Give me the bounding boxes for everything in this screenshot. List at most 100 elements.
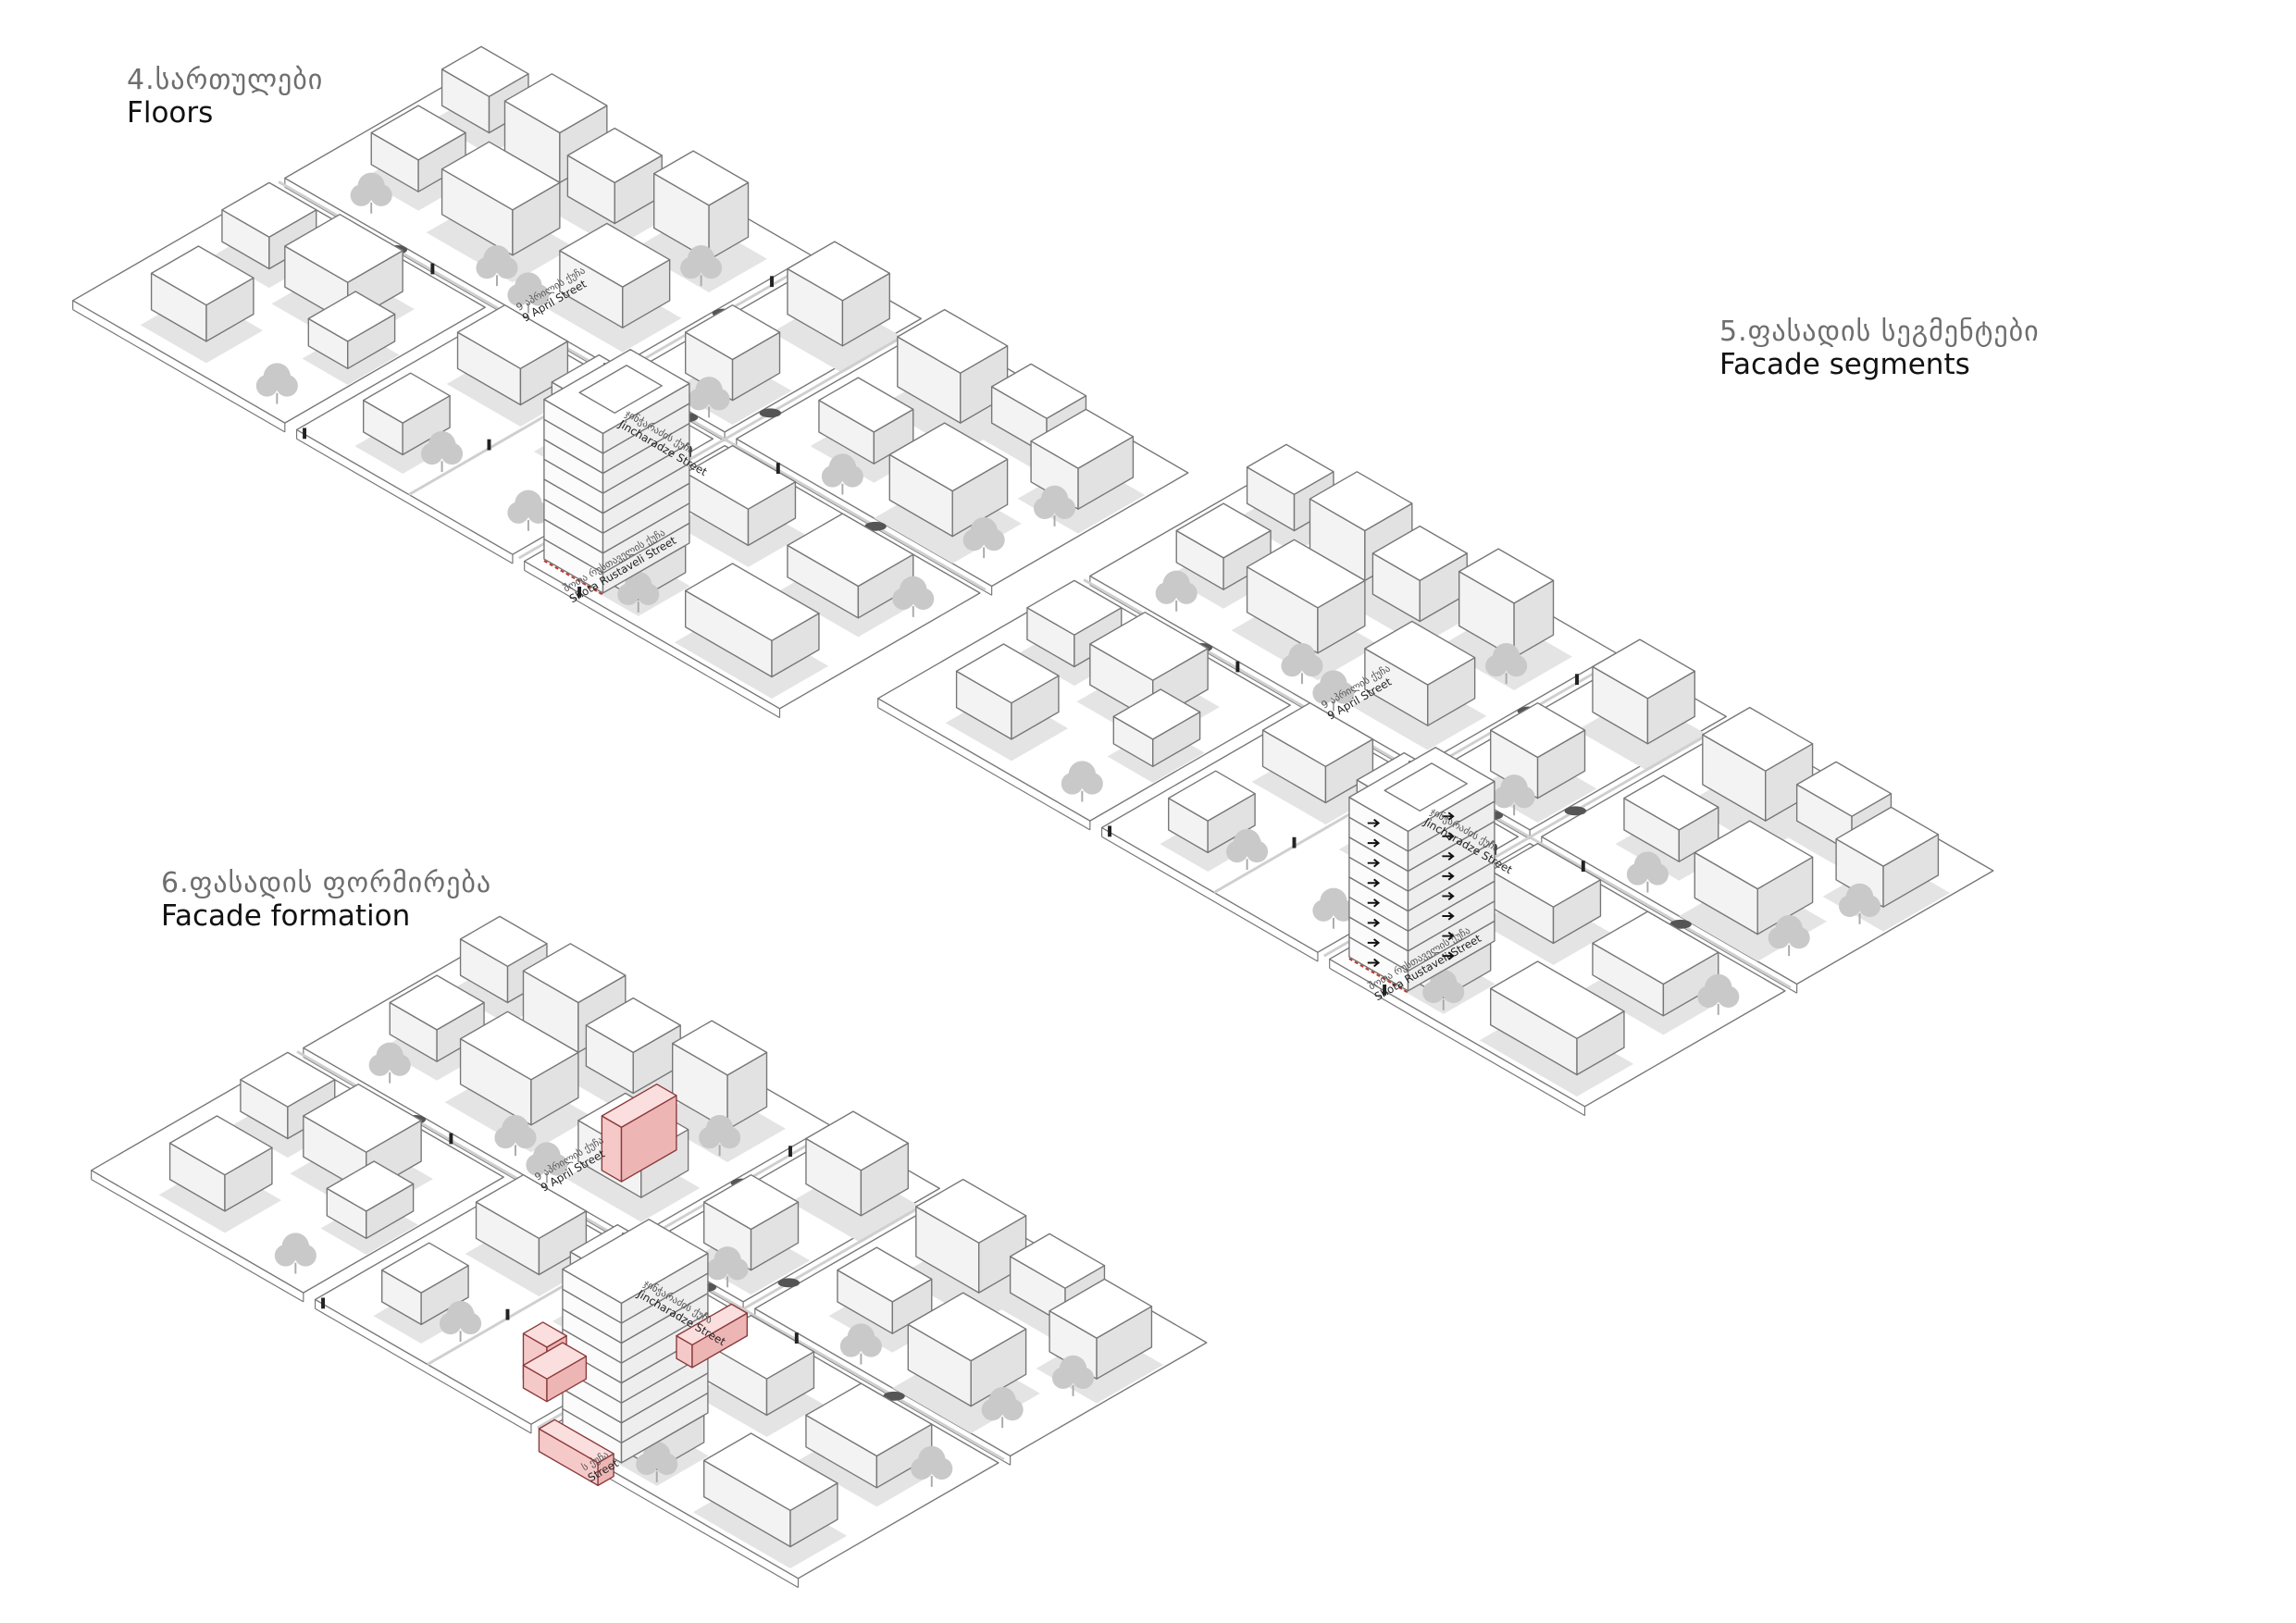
- facade-segment: [676, 1303, 749, 1369]
- pedestrian-icon: [770, 276, 774, 288]
- tree-icon: [617, 571, 660, 613]
- building: [1049, 1278, 1153, 1380]
- building: [1623, 774, 1719, 862]
- tree-icon: [1033, 485, 1076, 527]
- building: [805, 1110, 909, 1217]
- trees: [255, 172, 1076, 617]
- tree-icon: [892, 576, 935, 617]
- tree-icon: [981, 1387, 1024, 1429]
- tree-icon: [350, 172, 392, 214]
- building: [240, 1051, 336, 1140]
- pedestrian-icon: [1108, 825, 1112, 837]
- tree-icon: [494, 1115, 537, 1157]
- tree-icon: [1485, 643, 1528, 685]
- trees: [274, 1042, 1095, 1487]
- tree-icon: [962, 517, 1005, 559]
- car-icon: [777, 1278, 800, 1288]
- heading-facade-formation-en: Facade formation: [161, 898, 411, 933]
- building: [1592, 638, 1695, 745]
- car-icon: [1564, 806, 1587, 816]
- pedestrian-icon: [1581, 861, 1585, 872]
- pedestrian-icon: [577, 586, 582, 598]
- arrow-icon: [1367, 818, 1381, 828]
- pedestrian-icon: [788, 1146, 792, 1158]
- pedestrian-icon: [1292, 836, 1297, 849]
- building: [370, 105, 466, 192]
- building: [897, 308, 1009, 424]
- building: [888, 422, 1009, 538]
- building: [955, 643, 1060, 740]
- tree-icon: [1626, 851, 1669, 893]
- facade-segment: [538, 1419, 614, 1487]
- tree-icon: [1838, 883, 1881, 924]
- heading-facade-segments-en: Facade segments: [1719, 347, 1970, 381]
- arrow-icon: [1367, 858, 1381, 868]
- pedestrian-icon: [505, 1308, 510, 1320]
- building: [381, 1242, 469, 1326]
- building: [459, 915, 548, 1004]
- heading-floors-ka: 4.სართულები: [127, 64, 324, 96]
- arrow-icon: [1442, 812, 1455, 821]
- building: [1592, 911, 1719, 1017]
- arrow-icon: [1367, 938, 1381, 948]
- arrow-icon: [1367, 838, 1381, 848]
- building: [685, 444, 797, 547]
- building: [1702, 706, 1814, 822]
- building: [837, 1246, 933, 1334]
- pedestrian-icon: [449, 1133, 453, 1145]
- building: [389, 974, 485, 1062]
- tower: [1348, 747, 1496, 994]
- tree-icon: [1312, 670, 1355, 712]
- building: [1246, 443, 1334, 532]
- pedestrian-icon: [487, 439, 491, 451]
- building: [672, 1020, 768, 1131]
- building: [326, 1160, 415, 1239]
- heading-floors: 4.სართულები Floors: [127, 64, 324, 130]
- building: [150, 245, 254, 342]
- building: [1030, 408, 1135, 510]
- arrow-icon: [1442, 832, 1455, 841]
- car-icon: [1669, 919, 1692, 929]
- building: [459, 1010, 579, 1126]
- tree-icon: [821, 453, 863, 495]
- tree-icon: [526, 1142, 568, 1183]
- tower: [522, 1084, 749, 1487]
- building: [1490, 960, 1625, 1076]
- tree-icon: [688, 377, 730, 418]
- pedestrian-icon: [1235, 661, 1240, 673]
- tree-icon: [680, 245, 723, 287]
- tree-icon: [255, 363, 298, 404]
- tower: [543, 349, 690, 596]
- heading-facade-segments: 5.ფასადის სეგმენტები Facade segments: [1719, 316, 2040, 381]
- tree-icon: [699, 1115, 741, 1157]
- building: [307, 291, 396, 369]
- tree-icon: [1061, 761, 1103, 802]
- tree-icon: [1768, 915, 1810, 957]
- tree-icon: [507, 272, 550, 314]
- tree-icon: [440, 1300, 482, 1343]
- building: [456, 304, 569, 406]
- building: [441, 141, 561, 256]
- building: [221, 181, 317, 270]
- tree-icon: [1312, 887, 1355, 929]
- heading-facade-formation-ka: 6.ფასადის ფორმირება: [161, 867, 492, 899]
- tree-icon: [636, 1441, 678, 1482]
- heading-floors-en: Floors: [127, 95, 214, 130]
- arrow-icon: [1442, 851, 1455, 861]
- tree-icon: [839, 1323, 882, 1365]
- tree-icon: [1281, 643, 1323, 685]
- building: [1175, 502, 1272, 590]
- arrow-icon: [1367, 958, 1381, 968]
- building: [818, 377, 914, 465]
- arrow-icon: [1442, 951, 1455, 960]
- building: [1168, 770, 1256, 854]
- arrow-icon: [1367, 898, 1381, 908]
- building: [703, 1174, 800, 1271]
- building: [559, 222, 671, 328]
- arrow-icon: [1442, 891, 1455, 901]
- pedestrian-icon: [1383, 984, 1387, 996]
- building: [585, 997, 681, 1095]
